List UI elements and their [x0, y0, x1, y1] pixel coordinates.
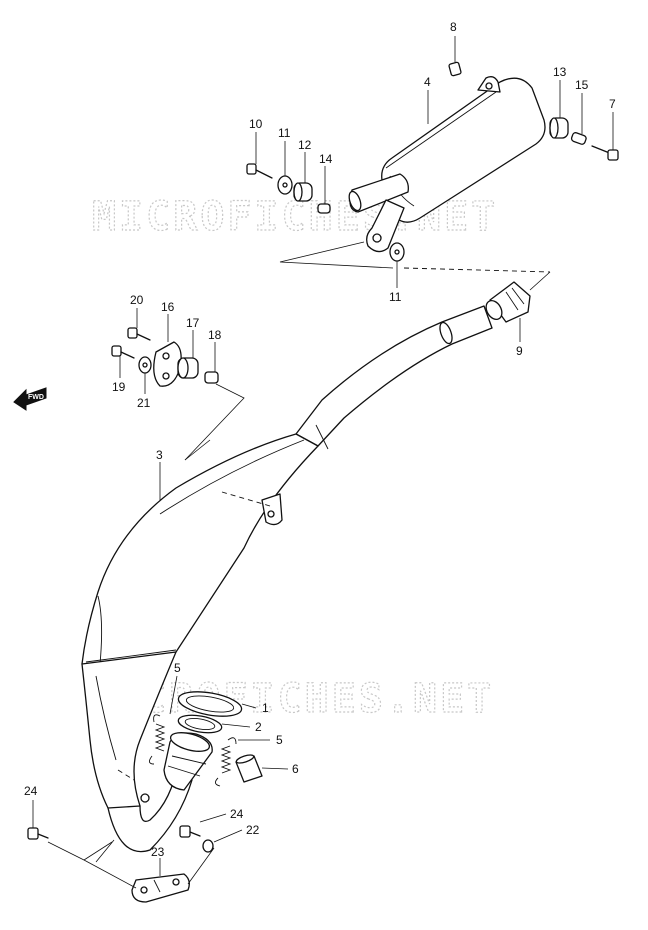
- callout-18: 18: [208, 328, 222, 342]
- callout-24-right: 24: [230, 807, 244, 821]
- bracket-part-23: [131, 873, 190, 903]
- spring-part-5-left: [149, 714, 166, 765]
- callout-21: 21: [137, 396, 151, 410]
- callout-24-left: 24: [24, 784, 38, 798]
- washer-part-11-lower: [389, 242, 405, 262]
- bolt-part-24-right: [179, 825, 201, 838]
- callout-11-lower: 11: [389, 290, 402, 304]
- washer-part-21: [138, 356, 152, 374]
- fwd-label: FWD: [28, 394, 44, 401]
- grommet-part-12: [293, 182, 313, 202]
- collar-part-18: [204, 371, 219, 384]
- callout-3: 3: [156, 448, 163, 462]
- callout-17: 17: [186, 316, 200, 330]
- fwd-arrow-icon: FWD: [13, 387, 47, 411]
- silencer-part-4: [348, 76, 546, 253]
- bolt-part-10: [246, 163, 273, 179]
- callout-12: 12: [298, 138, 312, 152]
- callout-5-lower: 5: [276, 733, 283, 747]
- spring-part-5-right: [215, 737, 237, 787]
- callout-9: 9: [516, 344, 523, 358]
- callout-4: 4: [424, 75, 431, 89]
- bolt-part-19: [111, 345, 135, 359]
- callout-10: 10: [249, 117, 263, 131]
- callout-19: 19: [112, 380, 126, 394]
- collar-part-6: [235, 754, 263, 783]
- header-flange: [163, 732, 213, 791]
- callout-11-upper: 11: [278, 126, 291, 140]
- gasket-part-1: [177, 691, 243, 717]
- callout-7: 7: [609, 97, 616, 111]
- callout-8: 8: [450, 20, 457, 34]
- callout-2: 2: [255, 720, 262, 734]
- callout-13: 13: [553, 65, 567, 79]
- grommet-part-17: [177, 357, 199, 379]
- callout-16: 16: [161, 300, 175, 314]
- joint-part-9: [485, 281, 531, 323]
- bolt-part-20: [127, 327, 151, 341]
- callout-20: 20: [130, 293, 144, 307]
- collar-part-14: [317, 203, 331, 214]
- callout-5-upper: 5: [174, 661, 181, 675]
- nut-part-8: [448, 61, 462, 77]
- gasket-part-2: [177, 714, 223, 734]
- collar-part-15: [570, 132, 587, 145]
- callout-23: 23: [151, 845, 165, 859]
- washer-part-22: [202, 839, 214, 853]
- callout-14: 14: [319, 152, 333, 166]
- bolt-part-7: [591, 145, 619, 161]
- exhaust-pipe-part-3: [81, 305, 493, 853]
- bolt-part-24-left: [27, 827, 49, 840]
- callout-1: 1: [262, 701, 269, 715]
- callout-22: 22: [246, 823, 260, 837]
- grommet-part-13: [549, 117, 569, 139]
- callout-15: 15: [575, 78, 589, 92]
- washer-part-11-upper: [277, 175, 293, 195]
- callout-6: 6: [292, 762, 299, 776]
- bracket-part-16: [153, 341, 182, 387]
